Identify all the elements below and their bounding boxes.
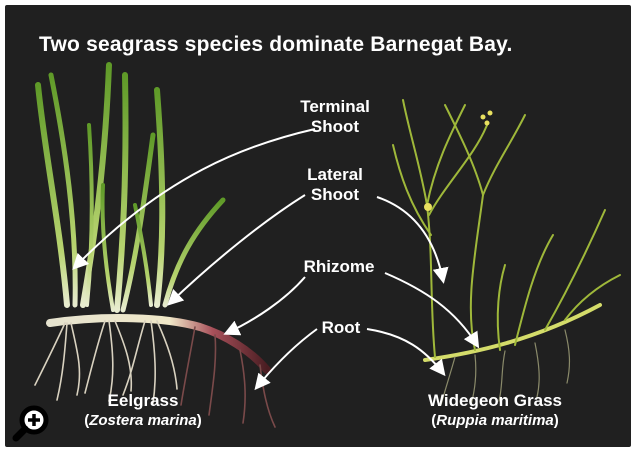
widgeon-paren-close: ) xyxy=(554,412,559,429)
widgeon-common-name: Widegeon Grass xyxy=(405,391,585,411)
label-terminal-shoot-line2: Shoot xyxy=(290,117,380,137)
widgeon-scientific-text: Ruppia maritima xyxy=(436,412,554,429)
species-widgeon-grass: Widegeon Grass (Ruppia maritima) xyxy=(405,391,585,431)
eelgrass-paren-close: ) xyxy=(197,412,202,429)
arrow-lateral-shoot-eelgrass xyxy=(170,195,305,303)
label-terminal-shoot-line1: Terminal xyxy=(290,97,380,117)
label-lateral-shoot-line1: Lateral xyxy=(295,165,375,185)
arrow-root-widgeon xyxy=(367,329,443,373)
diagram-title: Two seagrass species dominate Barnegat B… xyxy=(39,33,513,57)
label-lateral-shoot: Lateral Shoot xyxy=(295,165,375,205)
species-eelgrass: Eelgrass (Zostera marina) xyxy=(63,391,223,431)
arrow-rhizome-eelgrass xyxy=(227,277,305,333)
label-rhizome: Rhizome xyxy=(293,257,385,277)
arrow-root-eelgrass xyxy=(257,329,317,387)
diagram-panel: Two seagrass species dominate Barnegat B… xyxy=(5,5,631,447)
widgeon-scientific-name: (Ruppia maritima) xyxy=(405,411,585,431)
label-terminal-shoot: Terminal Shoot xyxy=(290,97,380,137)
seagrass-illustration xyxy=(5,5,631,447)
zoom-in-magnifier-icon[interactable] xyxy=(12,404,52,444)
label-root: Root xyxy=(311,318,371,338)
widgeon-grass-plant xyxy=(393,100,620,405)
eelgrass-common-name: Eelgrass xyxy=(63,391,223,411)
label-lateral-shoot-line2: Shoot xyxy=(295,185,375,205)
eelgrass-scientific-text: Zostera marina xyxy=(89,412,197,429)
arrow-terminal-shoot xyxy=(75,129,315,267)
eelgrass-scientific-name: (Zostera marina) xyxy=(63,411,223,431)
eelgrass-plant xyxy=(35,65,275,427)
